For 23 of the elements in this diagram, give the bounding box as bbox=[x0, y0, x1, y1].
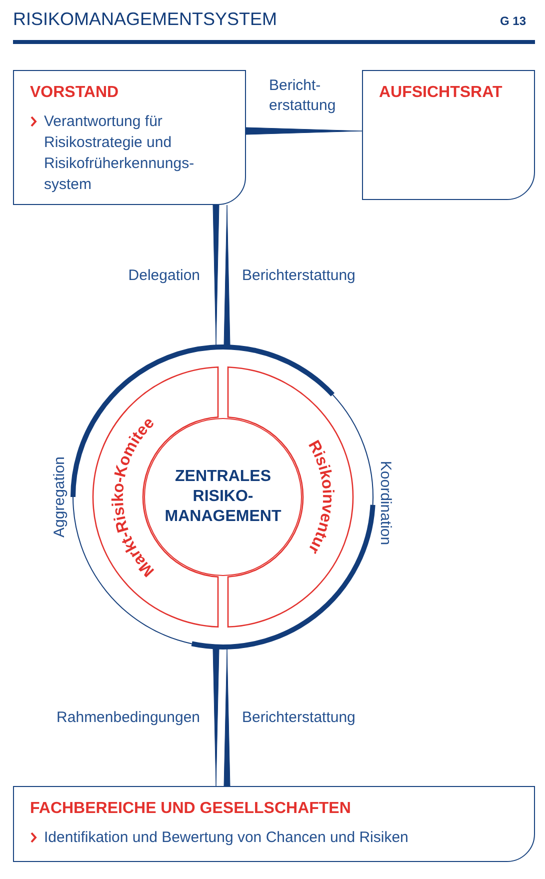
outer-ring bbox=[70, 344, 376, 650]
tapered-arrow bbox=[212, 648, 220, 786]
box-heading: FACHBEREICHE UND GESELLSCHAFTEN bbox=[30, 800, 351, 818]
tapered-arrow bbox=[224, 204, 230, 346]
process-box bbox=[13, 70, 246, 205]
ring-label: Aggregation bbox=[51, 456, 69, 538]
bullet-text: Identifikation und Bewertung von Chancen und Risiken bbox=[44, 828, 410, 848]
ring-label: Koordination bbox=[376, 460, 394, 546]
tapered-arrow bbox=[224, 648, 230, 786]
edge-label: Rahmenbedingungen bbox=[56, 708, 200, 728]
diagram-title: RISIKOMANAGEMENTSYSTEM bbox=[13, 9, 278, 30]
process-box bbox=[13, 786, 535, 862]
edge-label: Berichterstattung bbox=[242, 708, 356, 728]
tapered-arrow bbox=[212, 204, 220, 346]
edge-label: Berichterstattung bbox=[242, 266, 356, 286]
box-heading: VORSTAND bbox=[30, 84, 119, 102]
box-heading: AUFSICHTSRAT bbox=[379, 84, 502, 102]
process-box bbox=[362, 70, 535, 200]
center-label: ZENTRALES RISIKO- MANAGEMENT bbox=[164, 467, 282, 527]
tapered-arrow bbox=[246, 127, 362, 135]
bullet-text: Verantwortung für Risikostrategie und Risikofrüherkennungs- system bbox=[44, 112, 196, 195]
figure-number: G 13 bbox=[500, 13, 526, 30]
edge-label: Delegation bbox=[128, 266, 200, 286]
